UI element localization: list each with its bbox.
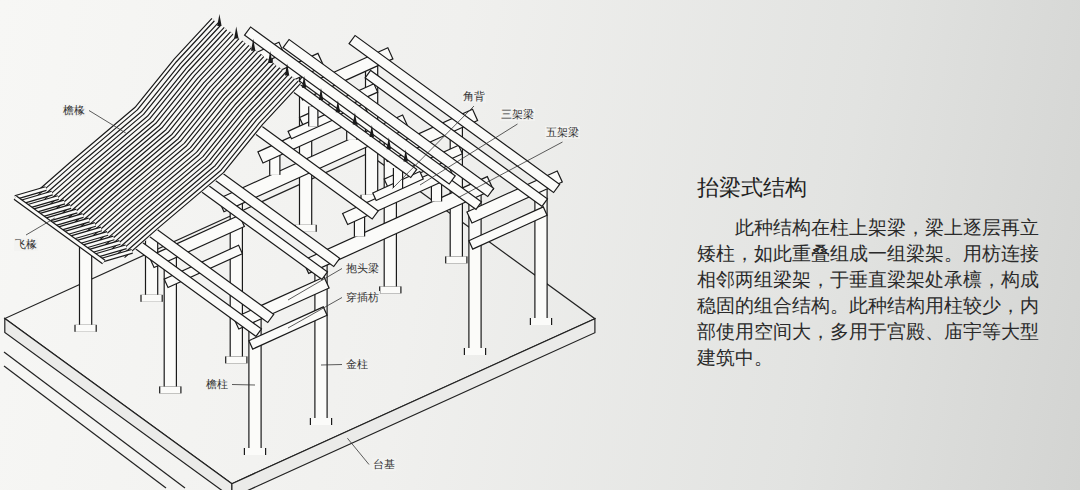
flying-rafter: [101, 251, 132, 260]
ridge-spike: [336, 100, 340, 112]
column-base: [142, 295, 162, 302]
ridge-spike: [404, 150, 408, 162]
part-label: 飞椽: [14, 238, 38, 251]
ridge-spike: [217, 14, 221, 26]
column-base: [74, 325, 96, 332]
column-base: [140, 295, 162, 302]
leader-line: [288, 298, 342, 329]
roof-surface: [15, 20, 302, 262]
ridge-spike: [268, 51, 272, 63]
column-base: [225, 356, 247, 363]
rafter: [117, 78, 293, 252]
flying-rafter: [101, 251, 132, 260]
column-base: [530, 318, 552, 325]
ridge-spike: [251, 39, 255, 51]
rafter: [111, 73, 287, 247]
column-base: [464, 348, 486, 355]
rafter: [105, 69, 281, 243]
ridge-spike: [285, 63, 289, 75]
ground-line: [4, 366, 166, 488]
ridge-spike: [370, 125, 374, 137]
column-base: [244, 448, 266, 455]
rafter: [123, 82, 299, 256]
rafter: [99, 64, 275, 238]
column-base: [310, 418, 332, 425]
leader-line: [347, 438, 369, 464]
part-label: 角背: [462, 90, 486, 103]
caption: 此种结构在柱上架梁，梁上逐层再立矮柱，如此重叠组成一组梁架。用枋连接相邻两组梁架…: [697, 214, 1049, 370]
column-base: [465, 348, 485, 355]
leader-line: [288, 269, 342, 301]
part-label: 金柱: [345, 358, 369, 371]
part-label: 五架梁: [545, 126, 580, 139]
column-base: [380, 286, 400, 293]
leader-line: [321, 364, 342, 366]
leader-line: [393, 106, 475, 189]
rafter: [105, 69, 281, 243]
leader-line: [89, 111, 126, 134]
rafter: [111, 73, 287, 247]
column-base: [445, 256, 467, 263]
rafter: [123, 82, 299, 256]
eave-board: [15, 198, 104, 262]
ridge-spike: [319, 88, 323, 100]
leader-line: [26, 218, 55, 235]
column-base: [311, 418, 331, 425]
ridge-spike: [353, 113, 357, 125]
column-base: [160, 386, 180, 393]
leader-line: [420, 124, 518, 185]
platform-side: [5, 319, 232, 490]
ridge-spike: [234, 26, 238, 38]
column-base: [245, 448, 265, 455]
eave-board: [15, 198, 104, 262]
ground-line: [4, 352, 185, 488]
part-label: 三架梁: [500, 108, 535, 121]
ridge-spike: [387, 137, 391, 149]
part-label: 檐柱: [205, 378, 229, 391]
ridge-spike: [302, 76, 306, 88]
column-base: [226, 356, 246, 363]
part-label: 穿插枋: [345, 291, 380, 304]
rafter: [99, 64, 275, 238]
leader-line: [232, 384, 255, 386]
column-base: [446, 256, 466, 263]
platform-side: [232, 319, 595, 490]
column-base: [76, 325, 96, 332]
title: 抬梁式结构: [697, 174, 807, 202]
part-label: 檐椽: [62, 104, 86, 117]
column-base: [159, 386, 181, 393]
part-label: 台基: [372, 458, 396, 471]
column-base: [531, 318, 551, 325]
part-label: 抱头梁: [345, 262, 380, 275]
rafter: [117, 78, 293, 252]
leader-line: [459, 142, 563, 198]
column-base: [379, 286, 401, 293]
